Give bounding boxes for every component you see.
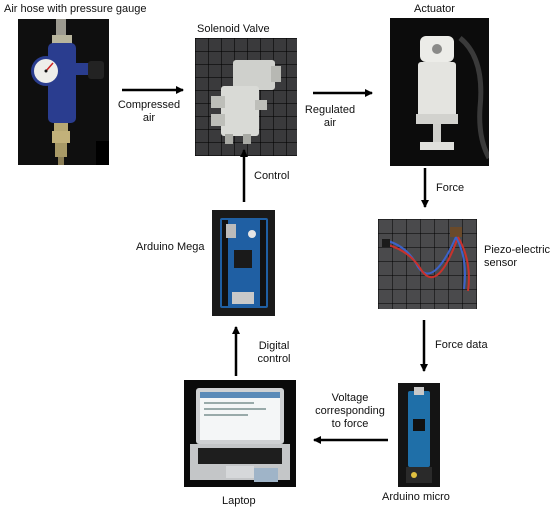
voltage-label-line3: to force — [331, 418, 369, 430]
arduino-micro-label: Arduino micro — [382, 491, 450, 503]
regulated-air-label-line2: air — [323, 117, 337, 129]
laptop-label: Laptop — [222, 495, 256, 507]
compressed-air-label-line2: air — [142, 112, 156, 124]
laptop-photo — [184, 380, 296, 487]
arduino-mega-label: Arduino Mega — [136, 241, 205, 253]
piezo-sensor-photo — [378, 219, 477, 309]
solenoid-valve-photo — [195, 38, 297, 156]
arduino-mega-photo — [212, 210, 275, 316]
digital-control-label-line2: control — [257, 353, 291, 365]
control-label: Control — [254, 170, 290, 182]
force-label: Force — [436, 182, 465, 194]
force-data-label: Force data — [435, 339, 488, 351]
actuator-label: Actuator — [414, 3, 455, 15]
actuator-photo — [390, 18, 489, 166]
compressed-air-label-line1: Compressed — [117, 99, 181, 111]
air-hose-label: Air hose with pressure gauge — [4, 3, 147, 15]
voltage-label-line2: corresponding — [315, 405, 385, 417]
piezo-label-line1: Piezo-electric — [484, 244, 550, 256]
arduino-micro-photo — [398, 383, 440, 487]
digital-control-label-line1: Digital — [258, 340, 290, 352]
piezo-label-line2: sensor — [484, 257, 518, 269]
regulated-air-label-line1: Regulated — [304, 104, 356, 116]
voltage-label-line1: Voltage — [331, 392, 369, 404]
air-hose-photo — [18, 19, 109, 165]
solenoid-valve-label: Solenoid Valve — [197, 23, 270, 35]
